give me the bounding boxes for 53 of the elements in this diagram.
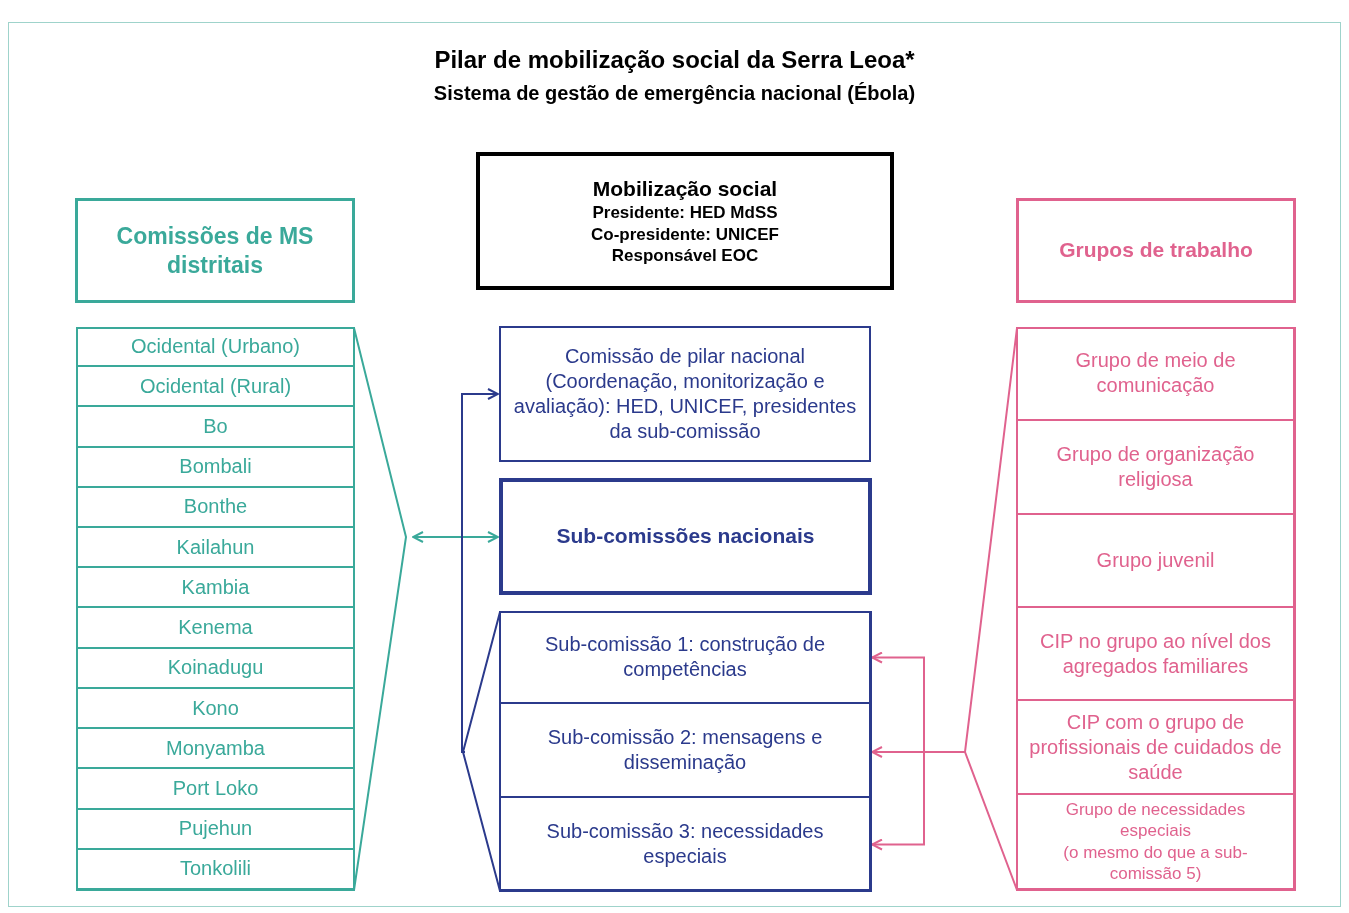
label: Co-presidente: UNICEF	[591, 223, 779, 245]
table-row	[1016, 421, 1295, 515]
label: Bonthe	[183, 494, 248, 520]
label: Sub-comissão 3: necessidades especiais	[545, 818, 825, 869]
arrow	[461, 388, 499, 753]
label: Grupo juvenil	[1096, 548, 1215, 573]
label: Tonkolili	[179, 856, 252, 882]
label: Kambia	[181, 574, 250, 600]
header-box	[75, 198, 355, 303]
label: Grupo de organização religiosa	[1055, 442, 1256, 492]
list-group	[462, 611, 872, 892]
heading: Grupos de trabalho	[1059, 237, 1253, 264]
label: Kenema	[178, 615, 253, 641]
table-row	[1016, 515, 1295, 608]
table-row	[1016, 701, 1295, 795]
label: Monyamba	[166, 735, 265, 761]
label: Ocidental (Urbano)	[131, 333, 300, 359]
label: Grupo de meio de comunicação	[1074, 348, 1237, 398]
table-row	[1016, 327, 1295, 421]
label: CIP no grupo ao nível dos agregados familiares	[1039, 628, 1272, 679]
label: Ocidental (Rural)	[139, 373, 292, 399]
table-row	[1016, 795, 1295, 890]
heading: Mobilização social	[592, 176, 778, 202]
header-box	[1016, 198, 1296, 303]
label: Sub-comissão 1: construção de competências	[543, 631, 827, 682]
header-box	[476, 152, 894, 290]
table-row	[499, 611, 871, 704]
process-box	[499, 478, 872, 595]
arrow	[412, 531, 499, 543]
title: Pilar de mobilização social da Serra Leoa*	[433, 46, 916, 74]
process-box	[499, 326, 871, 462]
label: Kailahun	[176, 534, 255, 560]
label: Presidente: HED MdSS	[592, 202, 778, 224]
list-group	[76, 327, 407, 891]
label: Sub-comissões nacionais	[556, 523, 815, 550]
heading: Comissões de MS distritais	[115, 221, 315, 280]
label: Koinadugu	[167, 655, 264, 681]
table-row	[1016, 608, 1295, 701]
subtitle: Sistema de gestão de emergência nacional (Ébola)	[432, 82, 917, 105]
label: Comissão de pilar nacional (Coordenação, monitorização e avaliação): HED, UNICEF, presidentes da sub-comissão	[512, 344, 858, 444]
label: Pujehun	[178, 816, 253, 842]
label: Port Loko	[172, 775, 259, 801]
label: Bo	[203, 414, 228, 439]
list-group	[964, 327, 1296, 891]
label: Responsável EOC	[611, 244, 759, 266]
label: CIP com o grupo de profissionais de cuidados de saúde	[1028, 709, 1283, 785]
label: Kono	[192, 695, 239, 721]
table-row	[499, 704, 871, 798]
table-row	[499, 798, 871, 891]
label: (o mesmo do que a sub-comissão 5)	[1062, 841, 1249, 884]
label: Grupo de necessidades especiais	[1064, 799, 1247, 842]
label: Bombali	[179, 454, 252, 480]
label: Sub-comissão 2: mensagens e disseminação	[546, 725, 824, 775]
